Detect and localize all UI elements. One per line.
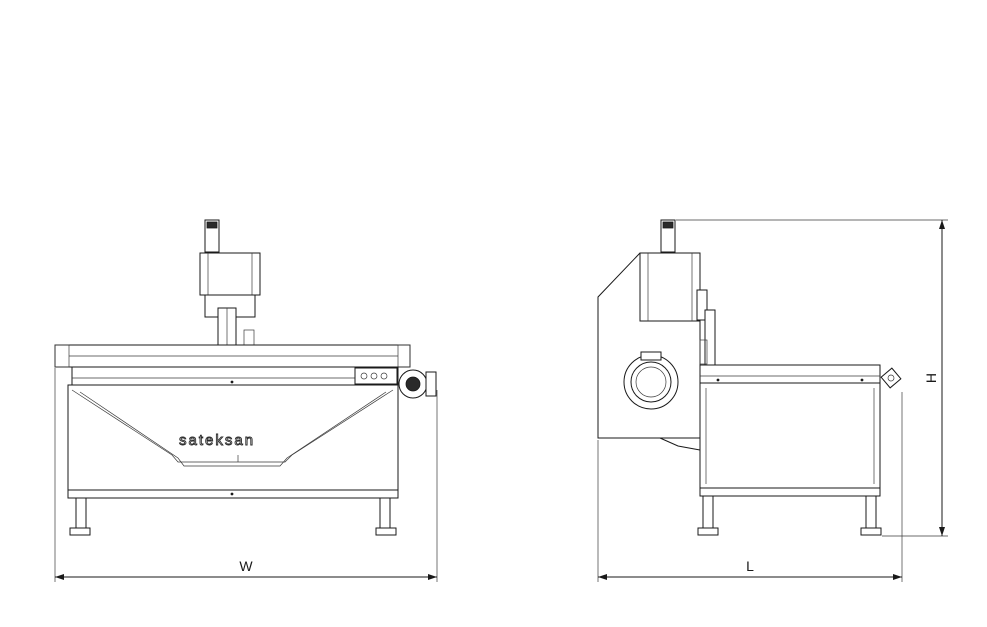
side-foot-right (860, 527, 882, 536)
side-blade-post (704, 309, 716, 369)
side-table (699, 364, 881, 384)
length-label: L (746, 558, 754, 574)
side-motor-box (639, 252, 701, 322)
side-guide (696, 289, 708, 321)
front-foot-right (375, 527, 397, 536)
front-head-motor (199, 252, 261, 296)
side-leg-left (702, 495, 714, 529)
front-foot-left (69, 527, 91, 536)
front-cabinet (67, 384, 399, 491)
side-vise-handle (880, 367, 902, 389)
side-view: L H (597, 219, 948, 582)
front-view: sateksan W (54, 219, 438, 582)
width-label: W (239, 558, 253, 574)
front-control-box (354, 367, 398, 385)
side-arm-lower (659, 437, 701, 451)
front-leg-left (75, 497, 87, 529)
brand-logo: sateksan (179, 432, 255, 449)
side-cabinet (699, 382, 881, 489)
front-motor-end (425, 371, 437, 397)
height-label: H (923, 373, 939, 383)
front-leg-right (379, 497, 391, 529)
front-table (71, 366, 399, 386)
side-foot-left (697, 527, 719, 536)
side-base-rail (699, 487, 881, 497)
side-leg-right (865, 495, 877, 529)
